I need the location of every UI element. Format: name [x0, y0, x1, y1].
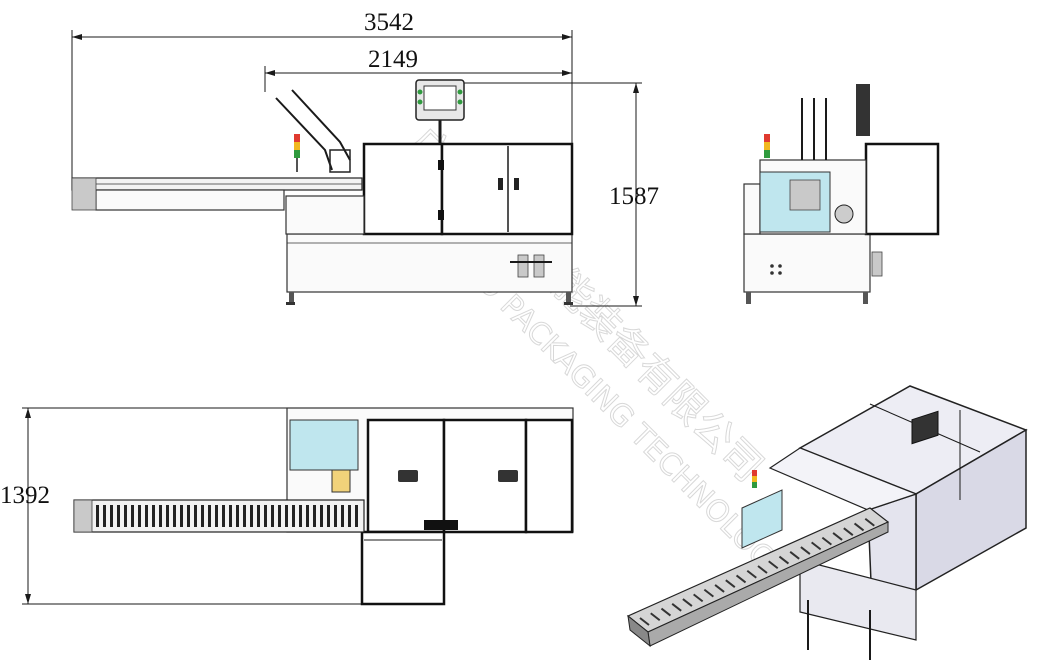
iso-hmi: [911, 410, 939, 445]
conveyor-link: [341, 505, 344, 527]
infeed-housing: [285, 195, 365, 235]
hmi-mount-side: [856, 84, 870, 136]
conveyor-link: [320, 505, 323, 527]
leveling-foot: [566, 292, 571, 304]
conveyor-link: [222, 505, 225, 527]
dimension-1392: 1392: [0, 407, 362, 605]
iso-conveyor-link: [671, 603, 682, 612]
iso-conveyor-links: [639, 517, 875, 626]
conveyor-link: [166, 505, 169, 527]
dimension-label-overall-length: 3542: [364, 9, 414, 36]
side-signal-tower: [764, 134, 770, 158]
conveyor-link: [131, 505, 134, 527]
conveyor-link: [250, 505, 253, 527]
conveyor-link: [285, 505, 288, 527]
conveyor-link: [292, 505, 295, 527]
iso-conveyor-link: [789, 551, 800, 560]
conveyor-link: [159, 505, 162, 527]
iso-conveyor-link: [639, 617, 650, 626]
air-filter-regulator: [510, 254, 552, 278]
conveyor-link: [215, 505, 218, 527]
conveyor-end-cap: [71, 177, 97, 211]
iso-conveyor-link: [811, 541, 822, 551]
iso-conveyor-link: [693, 593, 704, 603]
conveyor-link: [243, 505, 246, 527]
side-air-regulator: [871, 251, 883, 277]
conveyor-link: [278, 505, 281, 527]
front-elevation-view: 3542 2149 1587: [71, 9, 659, 307]
dimension-3542: 3542: [71, 9, 573, 180]
conveyor-link: [194, 505, 197, 527]
side-guard-door: [864, 142, 940, 236]
conveyor-link: [348, 505, 351, 527]
iso-conveyor-link: [843, 527, 854, 536]
conveyor-link: [103, 505, 106, 527]
conveyor-link: [138, 505, 141, 527]
conveyor-link: [145, 505, 148, 527]
conveyor-links: [96, 505, 358, 527]
conveyor-link: [208, 505, 211, 527]
dimension-label-width: 1392: [0, 482, 50, 509]
iso-conveyor-link: [853, 522, 865, 532]
signal-tower: [294, 134, 300, 172]
guard-door-right: [440, 142, 574, 236]
dimension-1587: 1587: [455, 82, 659, 307]
iso-conveyor-link: [682, 598, 693, 607]
guard-door-left: [362, 142, 444, 236]
conveyor-link: [236, 505, 239, 527]
conveyor-link: [334, 505, 337, 527]
conveyor-link: [117, 505, 120, 527]
conveyor-link: [271, 505, 274, 527]
iso-signal-tower: [752, 470, 757, 488]
iso-conveyor-link: [660, 607, 672, 617]
iso-conveyor-link: [768, 560, 779, 570]
conveyor-link: [264, 505, 267, 527]
isometric-view: [626, 385, 1028, 660]
conveyor-link: [257, 505, 260, 527]
hmi-touch-panel: [415, 79, 465, 144]
dimension-2149: 2149: [264, 46, 572, 92]
iso-conveyor-link: [832, 532, 843, 541]
iso-conveyor-link: [821, 536, 832, 546]
conveyor-link: [355, 505, 358, 527]
plan-control-cabinet: [360, 530, 446, 606]
iso-conveyor-link: [714, 584, 725, 593]
conveyor-link: [299, 505, 302, 527]
leveling-foot: [289, 292, 294, 304]
plan-guard-right: [524, 418, 574, 534]
iso-conveyor-link: [746, 569, 757, 579]
conveyor-link: [96, 505, 99, 527]
iso-conveyor-link: [800, 546, 811, 555]
infeed-conveyor-body: [95, 189, 285, 211]
conveyor-link: [327, 505, 330, 527]
iso-conveyor-link: [778, 555, 790, 565]
iso-conveyor-link: [703, 588, 714, 598]
iso-base: [799, 559, 917, 641]
conveyor-link: [306, 505, 309, 527]
conveyor-link: [180, 505, 183, 527]
iso-conveyor-link: [650, 612, 661, 622]
iso-conveyor-link: [725, 579, 736, 588]
carton-feeder-arm: [275, 89, 351, 173]
conveyor-link: [110, 505, 113, 527]
iso-cyan-guard: [741, 489, 783, 549]
conveyor-link: [124, 505, 127, 527]
conveyor-link: [187, 505, 190, 527]
conveyor-link: [229, 505, 232, 527]
iso-conveyor-link: [757, 565, 768, 574]
conveyor-link: [313, 505, 316, 527]
conveyor-link: [152, 505, 155, 527]
dimension-label-body-length: 2149: [368, 46, 418, 73]
iso-conveyor-link: [864, 517, 875, 527]
dimension-label-height: 1587: [609, 183, 659, 210]
conveyor-link: [201, 505, 204, 527]
side-elevation-view: [743, 84, 940, 304]
side-base-frame: [743, 233, 871, 293]
conveyor-link: [173, 505, 176, 527]
top-plan-view: 1392: [0, 407, 574, 606]
iso-conveyor-link: [735, 574, 747, 584]
